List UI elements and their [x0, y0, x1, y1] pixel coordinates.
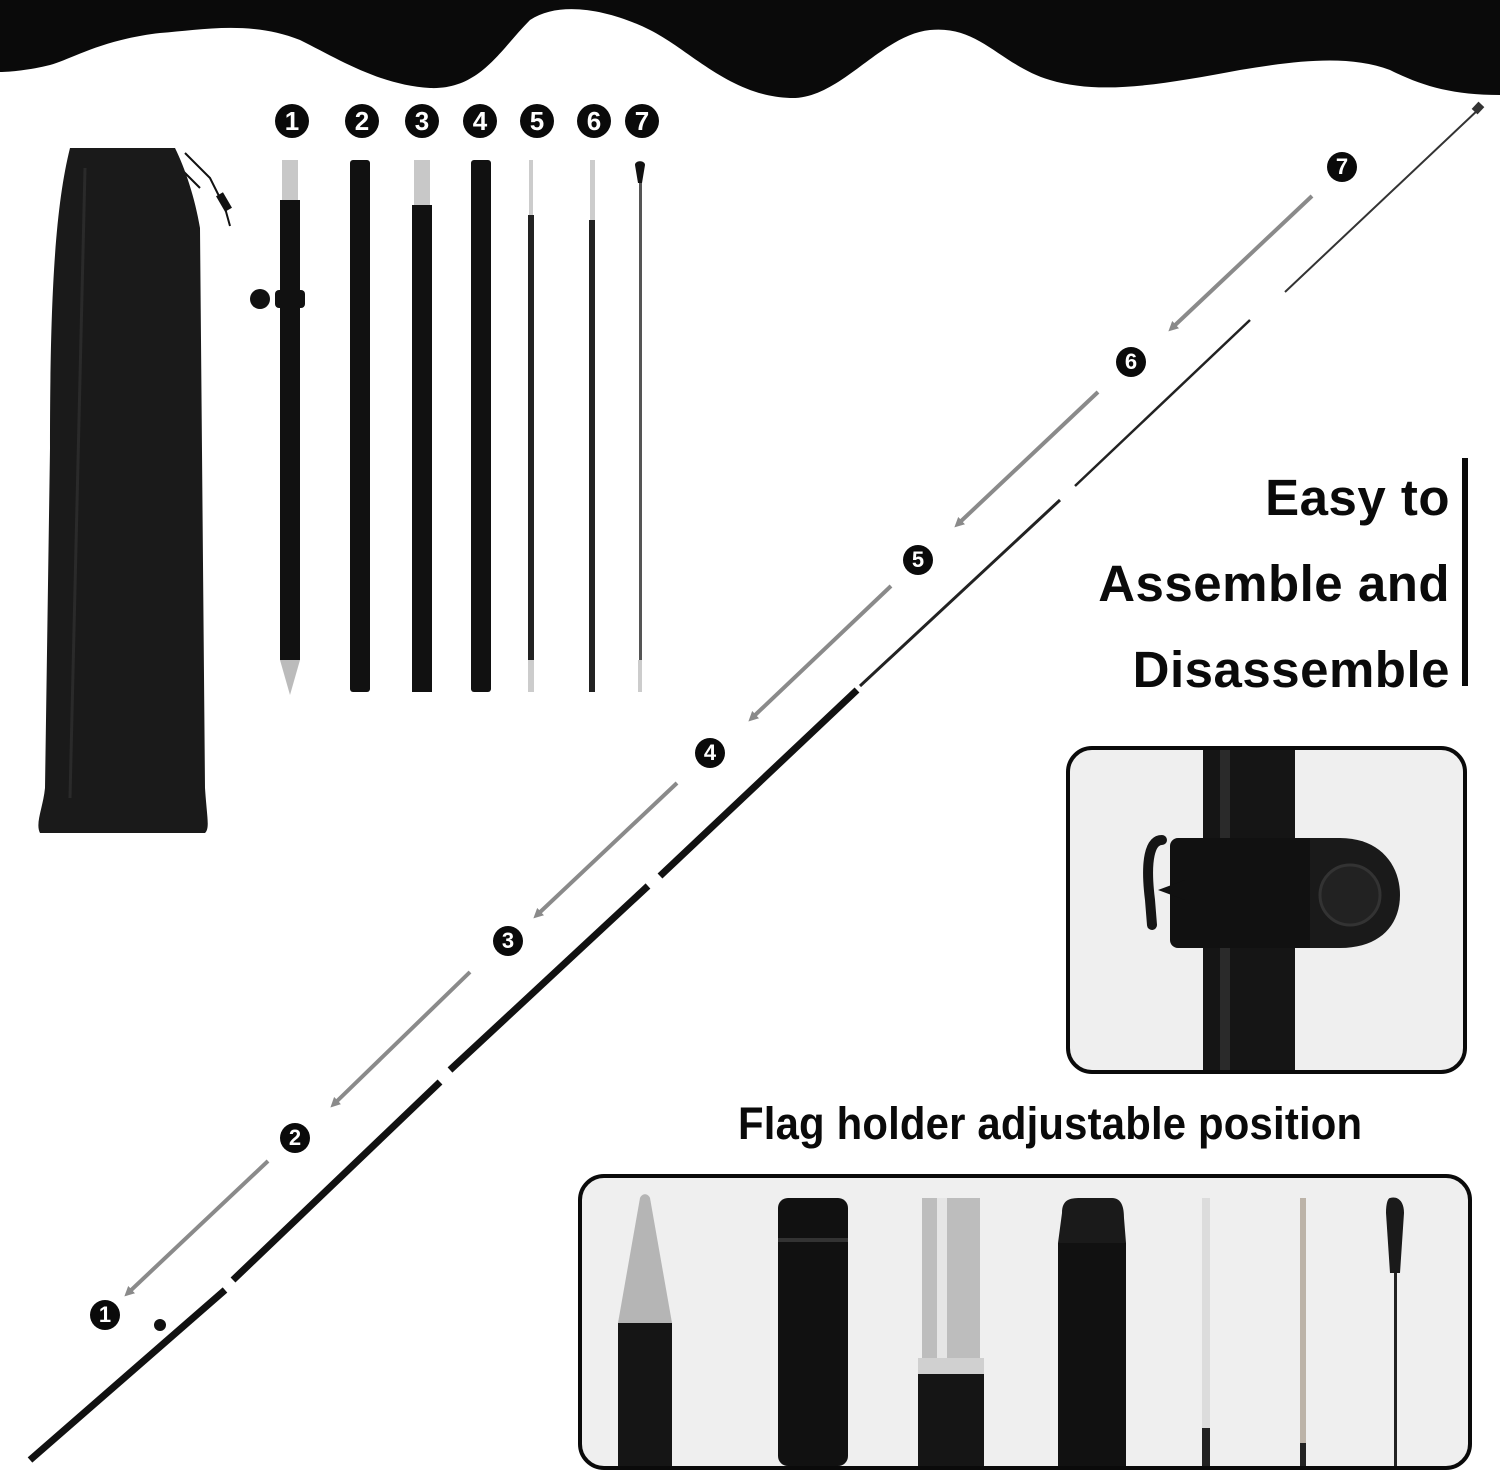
heading: Easy to Assemble and Disassemble	[1098, 455, 1450, 713]
part-label-6: 6	[577, 104, 611, 138]
pole-segment-5	[858, 498, 1062, 688]
subheading: Flag holder adjustable position	[738, 1098, 1363, 1149]
flag-holder-detail-panel	[1066, 746, 1467, 1074]
heading-accent-bar	[1462, 458, 1468, 686]
assembly-label-4: 4	[695, 738, 725, 768]
arrow-2-to-1	[124, 1159, 270, 1297]
assembly-label-7: 7	[1327, 152, 1357, 182]
pole-segment-3	[447, 883, 651, 1073]
pole-segment-6	[1074, 319, 1251, 487]
part-label-3: 3	[405, 104, 439, 138]
part-label-2: 2	[345, 104, 379, 138]
arrow-3-to-2	[330, 970, 472, 1108]
arrow-5-to-4	[748, 584, 893, 722]
storage-bag-image	[38, 148, 232, 833]
wavy-banner	[0, 0, 1500, 99]
pole-segment-1	[27, 1287, 228, 1463]
pole-segment-7	[1284, 101, 1485, 293]
flag-holder-clip-image	[1143, 750, 1400, 1070]
heading-line-2: Assemble and	[1098, 555, 1450, 612]
arrow-7-to-6	[1168, 194, 1314, 332]
arrow-4-to-3	[533, 781, 679, 919]
assembly-label-1: 1	[90, 1300, 120, 1330]
part-label-4: 4	[463, 104, 497, 138]
pole-ends-detail-panel	[578, 1174, 1472, 1470]
arrow-6-to-5	[954, 390, 1100, 528]
assembly-label-3: 3	[493, 926, 523, 956]
pole-segment-4	[657, 687, 860, 879]
assembly-label-2: 2	[280, 1123, 310, 1153]
part-label-5: 5	[520, 104, 554, 138]
part-label-7: 7	[625, 104, 659, 138]
assembly-label-5: 5	[903, 545, 933, 575]
heading-line-3: Disassemble	[1132, 641, 1450, 698]
part-label-1: 1	[275, 104, 309, 138]
assembly-label-6: 6	[1116, 347, 1146, 377]
pole-ends-image	[618, 1194, 1404, 1466]
pole-segment-2	[230, 1079, 443, 1283]
pole-parts-image	[250, 160, 645, 695]
heading-line-1: Easy to	[1265, 469, 1450, 526]
